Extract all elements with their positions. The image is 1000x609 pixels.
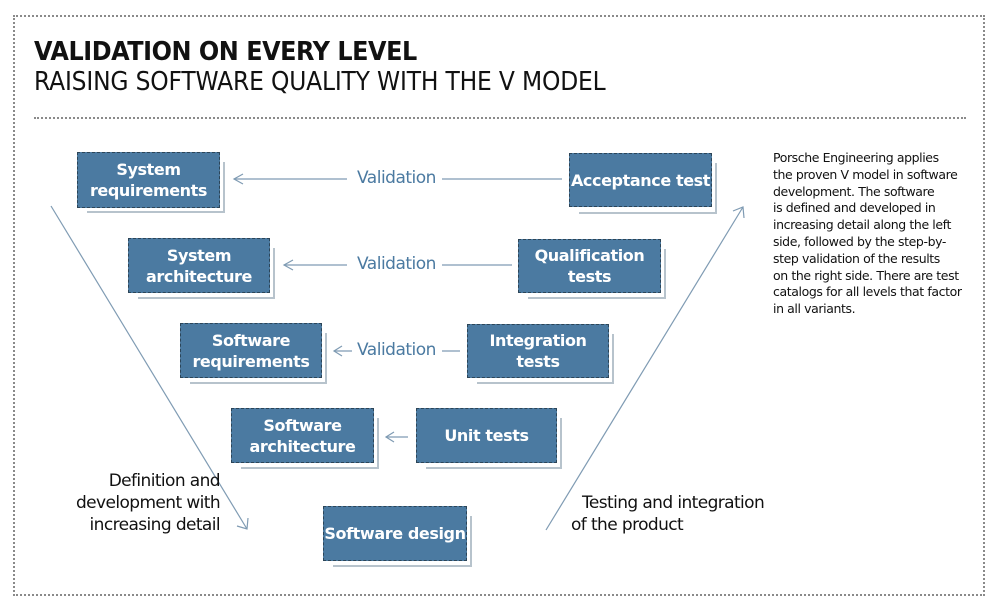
box-label-line: System bbox=[116, 160, 181, 179]
description-line: side, followed by the step-by- bbox=[773, 233, 946, 249]
box-shadow bbox=[377, 418, 379, 468]
box-shadow bbox=[664, 249, 666, 298]
arrowhead-left-icon bbox=[232, 173, 244, 185]
box-label-line: Software design bbox=[324, 524, 466, 543]
box-shadow bbox=[426, 467, 562, 469]
description-line: Porsche Engineering applies bbox=[773, 150, 939, 165]
description-line: catalogs for all levels that factor bbox=[773, 284, 962, 300]
box-shadow bbox=[241, 467, 379, 469]
arrowhead-left-icon bbox=[282, 259, 294, 271]
box-shadow bbox=[223, 162, 225, 212]
box-shadow bbox=[528, 297, 666, 299]
box-label-line: Software bbox=[211, 330, 291, 350]
box-shadow bbox=[477, 382, 614, 384]
box-shadow bbox=[325, 333, 327, 383]
box-shadow bbox=[87, 211, 225, 213]
right-caption: Testing and integration of the product bbox=[571, 492, 765, 536]
box-label-line: Integration tests bbox=[489, 331, 587, 371]
box-integration-tests: Integration tests bbox=[467, 324, 609, 378]
box-shadow bbox=[138, 297, 275, 299]
description-line: step validation of the results bbox=[773, 250, 940, 266]
diagram-title: VALIDATION ON EVERY LEVEL bbox=[34, 37, 417, 67]
box-label-line: requirements bbox=[89, 181, 208, 200]
description-line: development. The software bbox=[773, 183, 935, 199]
caption-line: of the product bbox=[571, 515, 684, 535]
box-label-line: System bbox=[166, 245, 232, 265]
box-shadow bbox=[612, 334, 614, 383]
description-text: Porsche Engineering applies the proven V… bbox=[773, 150, 978, 318]
box-shadow bbox=[470, 516, 472, 566]
title-divider bbox=[34, 117, 966, 119]
description-line: in all variants. bbox=[773, 301, 856, 317]
caption-line: increasing detail bbox=[89, 515, 221, 535]
outer-dotted-frame bbox=[13, 15, 985, 596]
box-label-line: Acceptance test bbox=[570, 170, 711, 190]
description-line: the proven V model in software bbox=[773, 166, 958, 182]
box-shadow bbox=[579, 212, 717, 214]
caption-line: Definition and bbox=[108, 471, 221, 491]
left-caption: Definition and development with increasi… bbox=[70, 470, 221, 536]
diagram-subtitle: RAISING SOFTWARE QUALITY WITH THE V MODE… bbox=[34, 67, 606, 97]
caption-line: Testing and integration bbox=[582, 493, 765, 513]
arrowhead-left-icon bbox=[332, 345, 343, 357]
box-label-line: requirements bbox=[192, 351, 310, 371]
box-acceptance-test: Acceptance test bbox=[569, 153, 712, 207]
arrowhead-up-icon bbox=[732, 206, 745, 219]
box-label-line: tests bbox=[567, 267, 612, 286]
arrowhead-left-icon bbox=[384, 431, 395, 443]
validation-label: Validation bbox=[357, 340, 436, 360]
box-label-line: Unit tests bbox=[444, 426, 529, 445]
caption-line: development with bbox=[75, 493, 221, 513]
testing-diagonal-arrow bbox=[545, 206, 744, 531]
definition-diagonal-arrow bbox=[50, 205, 248, 530]
box-label-line: architecture bbox=[145, 266, 252, 286]
arrowhead-down-icon bbox=[236, 517, 249, 530]
box-system-requirements: System requirements bbox=[77, 152, 220, 208]
box-label-line: Qualification bbox=[534, 246, 645, 265]
validation-label: Validation bbox=[357, 168, 436, 188]
validation-label: Validation bbox=[357, 254, 436, 274]
box-label-line: architecture bbox=[249, 436, 356, 456]
box-shadow bbox=[715, 163, 717, 213]
description-line: increasing detail along the left bbox=[773, 217, 951, 233]
description-line: on the right side. There are test bbox=[773, 267, 959, 283]
box-qualification-tests: Qualification tests bbox=[518, 239, 661, 293]
description-line: is defined and developed in bbox=[773, 200, 936, 216]
box-shadow bbox=[333, 565, 472, 567]
box-label-line: Software bbox=[263, 415, 342, 435]
box-unit-tests: Unit tests bbox=[416, 408, 557, 463]
box-shadow bbox=[273, 248, 275, 298]
box-shadow bbox=[560, 418, 562, 468]
box-shadow bbox=[190, 382, 327, 384]
box-software-design: Software design bbox=[323, 506, 467, 561]
